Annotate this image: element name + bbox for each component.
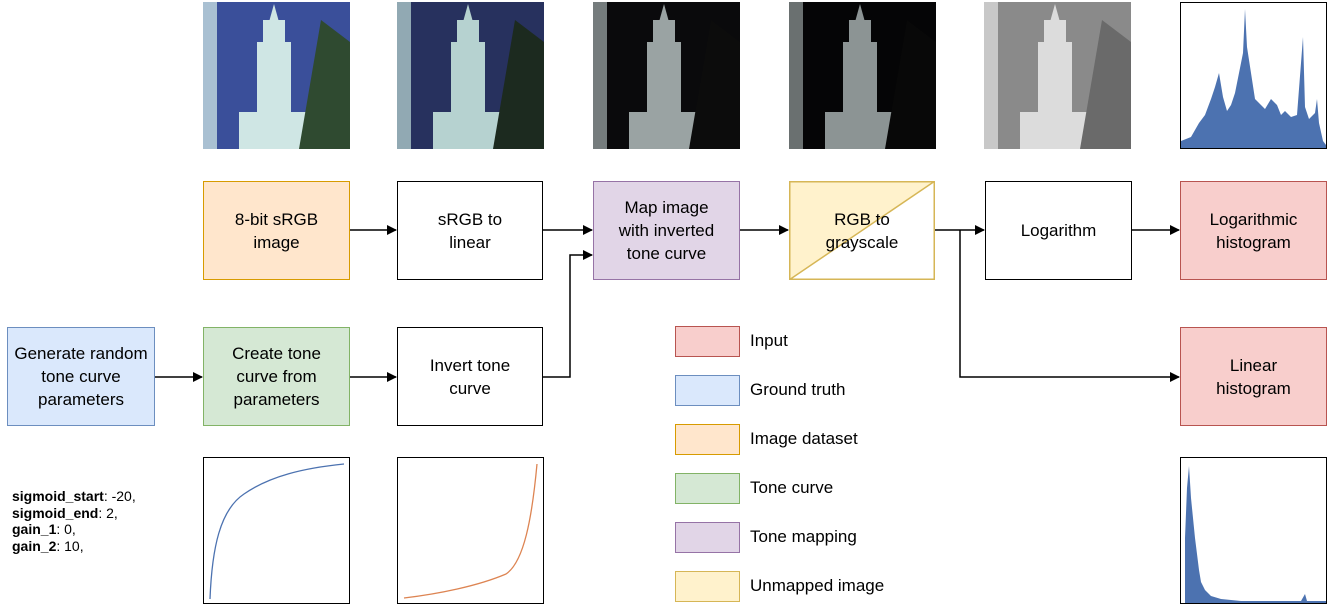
fir-tree [1080, 20, 1131, 149]
fir-tree [493, 20, 544, 149]
legend-swatch-unmapped-image [675, 571, 740, 602]
church-base [1020, 112, 1090, 149]
parameter-list: sigmoid_start: -20,sigmoid_end: 2,gain_1… [12, 488, 136, 554]
fir-tree [299, 20, 350, 149]
church-base [433, 112, 503, 149]
fir-tree [885, 20, 936, 149]
legend-swatch-tone-mapping [675, 522, 740, 553]
tower-spire [1050, 4, 1060, 22]
legend-label-ground-truth: Ground truth [750, 380, 846, 399]
legend-label-input: Input [750, 331, 788, 350]
thumbnail-mapped-photo [593, 2, 740, 149]
left-building [593, 2, 607, 149]
linear-histogram-chart [1185, 466, 1326, 603]
legend-swatch-ground-truth [675, 375, 740, 406]
parameter-line: sigmoid_start: -20, [12, 488, 136, 505]
arrow-gray-to-linhist [959, 230, 1180, 382]
thumbnail-grayscale-photo [984, 2, 1131, 149]
parameter-name: gain_2 [12, 537, 57, 554]
srgb-image-node: 8-bit sRGB image [203, 181, 350, 280]
invert-curve-node: Invert tone curve [397, 327, 543, 426]
inverted-curve-plot [397, 457, 544, 604]
parameter-line: gain_1: 0, [12, 521, 136, 538]
arrow-invert-to-map [543, 250, 593, 378]
church-base [825, 112, 895, 149]
thumbnail-original-photo [203, 2, 350, 149]
tower-top [849, 20, 871, 50]
linear-histogram-node: Linear histogram [1180, 327, 1327, 426]
left-building [397, 2, 411, 149]
parameter-name: gain_1 [12, 521, 57, 537]
rgb-to-grayscale-node: RGB to grayscale [789, 181, 935, 280]
fir-tree [689, 20, 740, 149]
legend-label-tone-mapping: Tone mapping [750, 527, 857, 546]
parameter-value: : 10, [56, 537, 84, 554]
tone-curve-plot [203, 457, 350, 604]
linear-histogram-bars [1185, 466, 1326, 603]
srgb-to-linear-node: sRGB to linear [397, 181, 543, 280]
tower-spire [269, 4, 279, 22]
generate-params-node: Generate random tone curve parameters [7, 327, 155, 426]
thumbnail-mapped-photo-2 [789, 2, 936, 149]
tower-spire [463, 4, 473, 22]
rgb-to-grayscale-label: RGB to grayscale [825, 209, 899, 252]
tower-spire [659, 4, 669, 22]
log-histogram-plot [1180, 2, 1327, 149]
legend-label-tone-curve: Tone curve [750, 478, 834, 497]
tower-spire [855, 4, 865, 22]
left-building [984, 2, 998, 149]
log-histogram-bars [1181, 9, 1326, 148]
create-curve-node: Create tone curve from parameters [203, 327, 350, 426]
parameter-value: : 2, [98, 504, 118, 521]
thumbnail-linear-photo [397, 2, 544, 149]
parameter-value: : 0, [56, 521, 76, 537]
legend-label-image-dataset: Image dataset [750, 429, 858, 448]
diagonal-split [789, 181, 935, 280]
logarithm-node: Logarithm [985, 181, 1132, 280]
left-building [203, 2, 217, 149]
parameter-name: sigmoid_end [12, 504, 99, 521]
legend-swatch-image-dataset [675, 424, 740, 455]
log-histogram-chart [1181, 9, 1326, 148]
linear-histogram-plot [1180, 457, 1327, 604]
legend-label-unmapped-image: Unmapped image [750, 576, 885, 595]
log-histogram-node: Logarithmic histogram [1180, 181, 1327, 280]
map-image-node: Map image with inverted tone curve [593, 181, 740, 280]
legend-swatch-tone-curve [675, 473, 740, 504]
parameter-value: : -20, [103, 488, 136, 504]
tower-top [1044, 20, 1066, 50]
tower-top [653, 20, 675, 50]
left-building [789, 2, 803, 149]
inverted-curve-line [403, 463, 538, 599]
legend-swatch-input [675, 326, 740, 357]
church-base [629, 112, 699, 149]
parameter-line: gain_2: 10, [12, 538, 136, 555]
tower-top [263, 20, 285, 50]
church-base [239, 112, 309, 149]
parameter-line: sigmoid_end: 2, [12, 505, 136, 522]
tone-curve-line [209, 463, 345, 600]
tower-top [457, 20, 479, 50]
parameter-name: sigmoid_start [12, 488, 104, 504]
